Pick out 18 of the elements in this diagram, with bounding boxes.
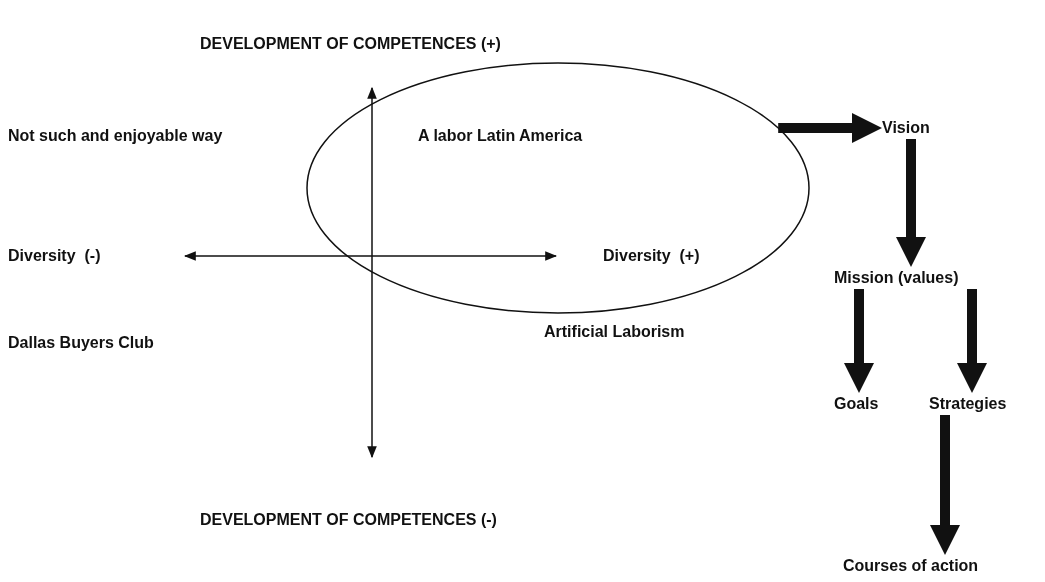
quadrant-label: Dallas Buyers Club [8,333,154,353]
flow-step-label: Goals [834,393,884,415]
block-arrow [844,289,874,393]
quadrant-label: Artificial Laborism [544,322,685,342]
flow-step-label: Strategies [929,393,1015,415]
block-arrow [896,139,926,267]
quadrant-label: Not such and enjoyable way [8,126,223,146]
axis-label: DEVELOPMENT OF COMPETENCES (-) [200,510,497,530]
block-arrow [930,415,960,555]
block-arrow [957,289,987,393]
flow-step-label: Mission (values) [834,267,970,289]
ellipse-label: A labor Latin America [418,126,583,146]
axis-label: Diversity (+) [603,246,700,266]
flow-step-label: Courses of action [843,555,993,577]
axis-label: Diversity (-) [8,246,101,266]
block-arrow [778,113,882,143]
flow-step-label: Vision [882,117,940,139]
axis-label: DEVELOPMENT OF COMPETENCES (+) [200,34,501,54]
